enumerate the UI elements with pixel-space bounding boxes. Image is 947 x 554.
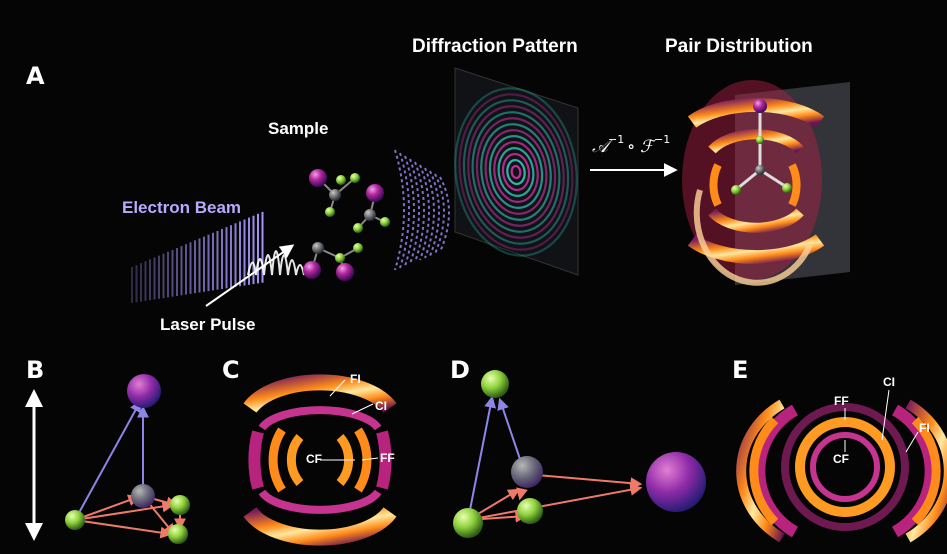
iodine-atom-icon — [753, 99, 767, 113]
ci-annotation: CI — [883, 375, 895, 389]
fluorine-atom-icon — [517, 498, 543, 524]
laser-pulse-label: Laser Pulse — [160, 315, 255, 334]
fluorine-atom-icon — [481, 370, 509, 398]
fluorine-atom-icon — [168, 524, 188, 544]
iodine-atom-icon — [309, 169, 327, 187]
ff-annotation: FF — [380, 451, 395, 465]
pair-distribution-title: Pair Distribution — [665, 36, 813, 57]
ci-annotation: CI — [375, 399, 387, 413]
electron-beam — [131, 211, 264, 303]
diffraction-pattern-screen — [454, 67, 579, 276]
sample-molecules — [303, 169, 390, 281]
fluorine-atom-icon — [353, 223, 363, 233]
panel-c-pair-distribution: FI CI CF FF — [243, 372, 397, 546]
laser-pulse — [205, 244, 305, 307]
carbon-atom-icon — [755, 165, 765, 175]
pair-distribution-3d — [682, 80, 850, 286]
panel-c-letter: C — [222, 356, 240, 384]
abel-exponent: −1 — [608, 133, 624, 146]
carbon-atom-icon — [312, 242, 324, 254]
fluorine-atom-icon — [380, 217, 390, 227]
iodine-atom-icon — [646, 452, 706, 512]
panel-e-pair-distribution: FF CI FI CF — [736, 375, 947, 543]
abel-operator: 𝒜 — [592, 137, 613, 157]
fi-annotation: FI — [350, 372, 361, 386]
iodine-atom-icon — [366, 184, 384, 202]
iodine-atom-icon — [336, 263, 354, 281]
fourier-exponent: −1 — [654, 133, 670, 146]
ff-annotation: FF — [834, 394, 849, 408]
fluorine-atom-icon — [782, 183, 792, 193]
sample-label: Sample — [268, 119, 328, 138]
composition-symbol: ∘ — [627, 137, 635, 157]
carbon-atom-icon — [329, 189, 341, 201]
panel-d-molecule — [453, 370, 706, 538]
panel-d-letter: D — [450, 356, 470, 384]
fourier-operator: ℱ — [640, 137, 657, 157]
cf-annotation: CF — [833, 452, 849, 466]
carbon-atom-icon — [131, 484, 155, 508]
fluorine-atom-icon — [353, 243, 363, 253]
inverse-transform-operator: 𝒜 −1 ∘ ℱ −1 — [590, 133, 678, 177]
cf-annotation: CF — [306, 452, 322, 466]
fluorine-atom-icon — [350, 173, 360, 183]
fi-annotation: FI — [919, 421, 930, 435]
fluorine-atom-icon — [65, 510, 85, 530]
carbon-atom-icon — [364, 209, 376, 221]
diffraction-pattern-title: Diffraction Pattern — [412, 36, 578, 57]
panel-b-molecule — [25, 374, 190, 544]
panel-b-letter: B — [26, 356, 44, 384]
iodine-atom-icon — [127, 374, 161, 408]
fluorine-atom-icon — [453, 508, 483, 538]
fluorine-atom-icon — [756, 136, 764, 144]
fluorine-atom-icon — [336, 175, 346, 185]
scattered-wavefront — [394, 149, 450, 271]
panel-e-letter: E — [732, 356, 748, 384]
panel-a-letter: A — [26, 62, 45, 90]
fluorine-atom-icon — [335, 253, 345, 263]
iodine-atom-icon — [303, 261, 321, 279]
electron-beam-label: Electron Beam — [122, 198, 241, 217]
fluorine-atom-icon — [325, 207, 335, 217]
fluorine-atom-icon — [170, 495, 190, 515]
fluorine-atom-icon — [731, 185, 741, 195]
carbon-atom-icon — [511, 456, 543, 488]
